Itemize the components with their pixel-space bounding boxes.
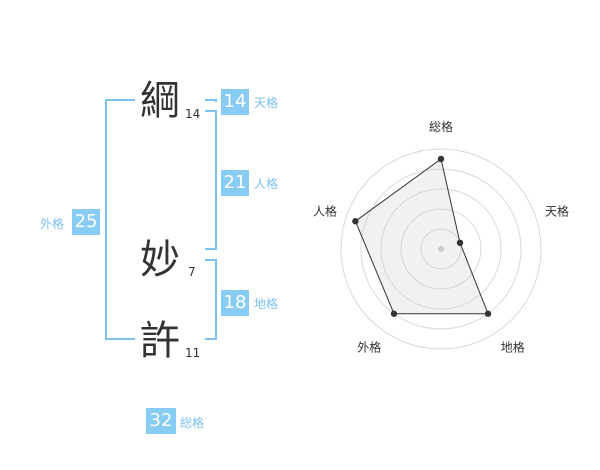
name-char-3-strokes: 11 (185, 346, 201, 360)
radar-axis-label: 地格 (501, 340, 525, 355)
tenkaku-bracket (205, 99, 217, 102)
radar-center (438, 246, 444, 252)
radar-axis-label: 天格 (545, 203, 569, 218)
radar-point (390, 310, 398, 317)
name-char-1: 綱 (140, 78, 180, 124)
radar-axis-label: 人格 (313, 203, 337, 218)
radar-point (456, 239, 464, 247)
name-char-2: 妙 (140, 237, 180, 283)
radar-ring (420, 228, 462, 270)
gaikaku-label: 外格 (40, 217, 65, 231)
soukaku-badge: 32 (146, 408, 176, 434)
name-char-1-strokes: 14 (185, 107, 201, 121)
chikaku-bracket (205, 259, 217, 340)
radar-point (437, 155, 445, 163)
chikaku-badge: 18 (221, 290, 249, 316)
jinkaku-badge: 21 (221, 170, 249, 196)
gaikaku-badge: 25 (72, 209, 100, 235)
radar-point (352, 217, 359, 225)
radar-series-area (354, 158, 489, 315)
gaikaku-bracket (105, 99, 135, 340)
radar-ring (360, 168, 522, 330)
name-char-2-strokes: 7 (188, 265, 196, 279)
chikaku-label: 地格 (254, 297, 279, 311)
radar-point (484, 310, 492, 317)
jinkaku-bracket (205, 110, 217, 250)
jinkaku-label: 人格 (254, 177, 279, 191)
tenkaku-badge: 14 (221, 89, 249, 115)
name-char-3: 許 (140, 318, 180, 364)
soukaku-label: 総格 (180, 416, 205, 430)
tenkaku-label: 天格 (254, 96, 279, 110)
radar-axis-label: 総格 (429, 119, 453, 134)
radar-ring (400, 208, 482, 290)
radar-ring (380, 188, 502, 310)
radar-axis-label: 外格 (357, 340, 381, 355)
